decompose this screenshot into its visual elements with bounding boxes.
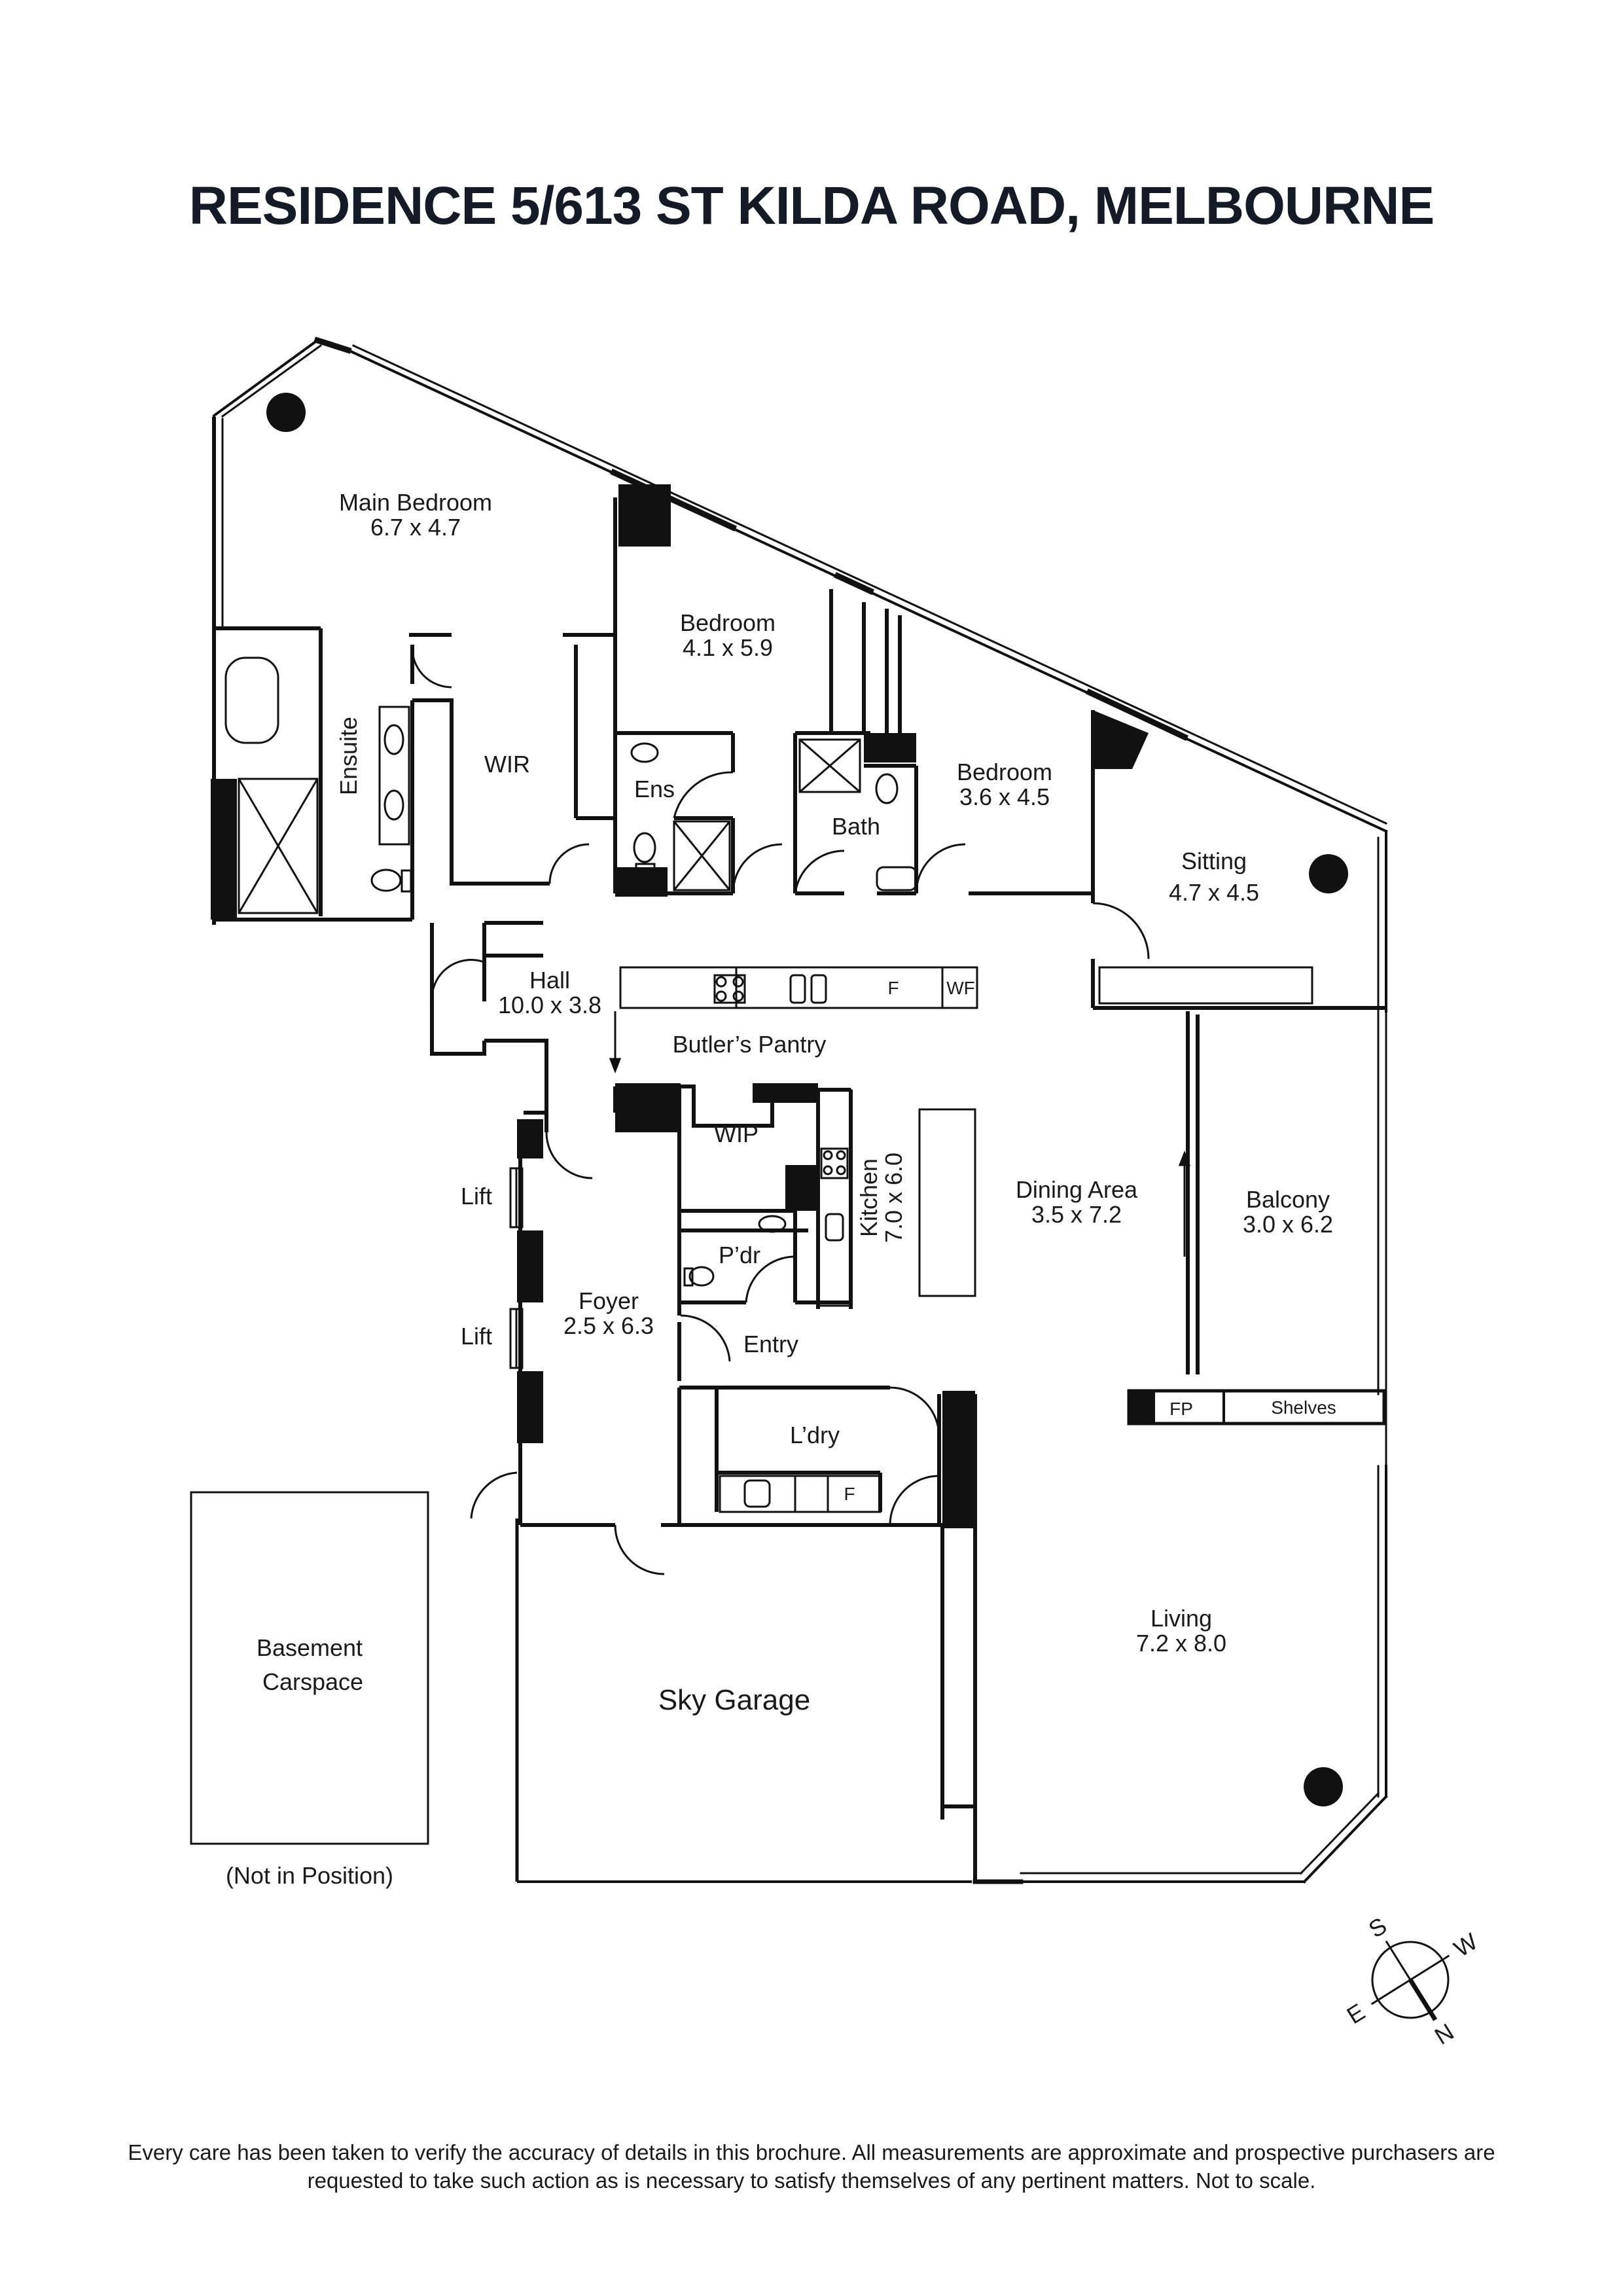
main-bedroom-dims: 6.7 x 4.7: [370, 514, 461, 541]
shelves-label: Shelves: [1271, 1397, 1336, 1418]
bedroom-3-name: Bedroom: [957, 759, 1052, 785]
balcony-dims: 3.0 x 6.2: [1243, 1211, 1333, 1238]
bedroom-2-dims: 4.1 x 5.9: [683, 634, 773, 661]
foyer-name: Foyer: [579, 1287, 639, 1314]
room-labels: Main Bedroom 6.7 x 4.7 Bedroom 4.1 x 5.9…: [226, 489, 1336, 1889]
butlers-pantry-label: Butler’s Pantry: [673, 1031, 827, 1058]
compass-rose: S W E N: [1342, 1912, 1482, 2050]
not-in-position-label: (Not in Position): [226, 1862, 393, 1889]
foyer-dims: 2.5 x 6.3: [563, 1312, 654, 1339]
balcony-name: Balcony: [1246, 1186, 1330, 1213]
dining-name: Dining Area: [1016, 1176, 1138, 1203]
wine-fridge-label: WF: [946, 978, 975, 998]
basement-label-line1: Basement: [257, 1634, 363, 1661]
bath-label: Bath: [832, 813, 880, 840]
solid-walls: [211, 484, 1155, 1528]
living-dims: 7.2 x 8.0: [1136, 1630, 1226, 1657]
basement-carspace-box: [190, 1491, 429, 1845]
sky-garage-label: Sky Garage: [658, 1684, 810, 1716]
living-name: Living: [1150, 1605, 1212, 1632]
fireplace-label: FP: [1169, 1399, 1193, 1419]
exterior-walls: [212, 336, 1388, 1884]
compass-e: E: [1342, 1998, 1370, 2029]
compass-n: N: [1430, 2018, 1459, 2050]
sitting-dims: 4.7 x 4.5: [1169, 879, 1259, 906]
wip-label: WIP: [714, 1121, 758, 1147]
fixtures: [224, 656, 1313, 1513]
dining-dims: 3.5 x 7.2: [1031, 1201, 1122, 1228]
wir-label: WIR: [484, 751, 530, 778]
hall-name: Hall: [529, 967, 570, 994]
bedroom-2-name: Bedroom: [680, 609, 776, 636]
pdr-label: P’dr: [719, 1242, 760, 1268]
structural-columns: [266, 393, 1348, 1806]
page-title: RESIDENCE 5/613 ST KILDA ROAD, MELBOURNE: [188, 176, 1435, 236]
sitting-name: Sitting: [1181, 848, 1247, 874]
hall-dims: 10.0 x 3.8: [498, 992, 601, 1018]
kitchen-dims: 7.0 x 6.0: [880, 1153, 907, 1243]
bedroom-3-dims: 3.6 x 4.5: [959, 783, 1050, 810]
door-swings: [411, 647, 1150, 1575]
laundry-label: L’dry: [790, 1422, 840, 1448]
basement-label-line2: Carspace: [262, 1668, 363, 1695]
lift-2-label: Lift: [461, 1323, 492, 1350]
main-bedroom-name: Main Bedroom: [339, 489, 492, 516]
disclaimer-text: Every care has been taken to verify the …: [128, 2140, 1495, 2193]
fridge-pantry-label: F: [887, 978, 899, 998]
kitchen-name: Kitchen: [855, 1158, 882, 1237]
ensuite-label: Ensuite: [335, 717, 362, 795]
lift-1-label: Lift: [461, 1183, 492, 1210]
fridge-laundry-label: F: [844, 1484, 855, 1504]
compass-s: S: [1364, 1912, 1391, 1943]
ens-label: Ens: [634, 776, 675, 802]
compass-w: W: [1449, 1928, 1482, 1962]
entry-label: Entry: [743, 1331, 798, 1357]
